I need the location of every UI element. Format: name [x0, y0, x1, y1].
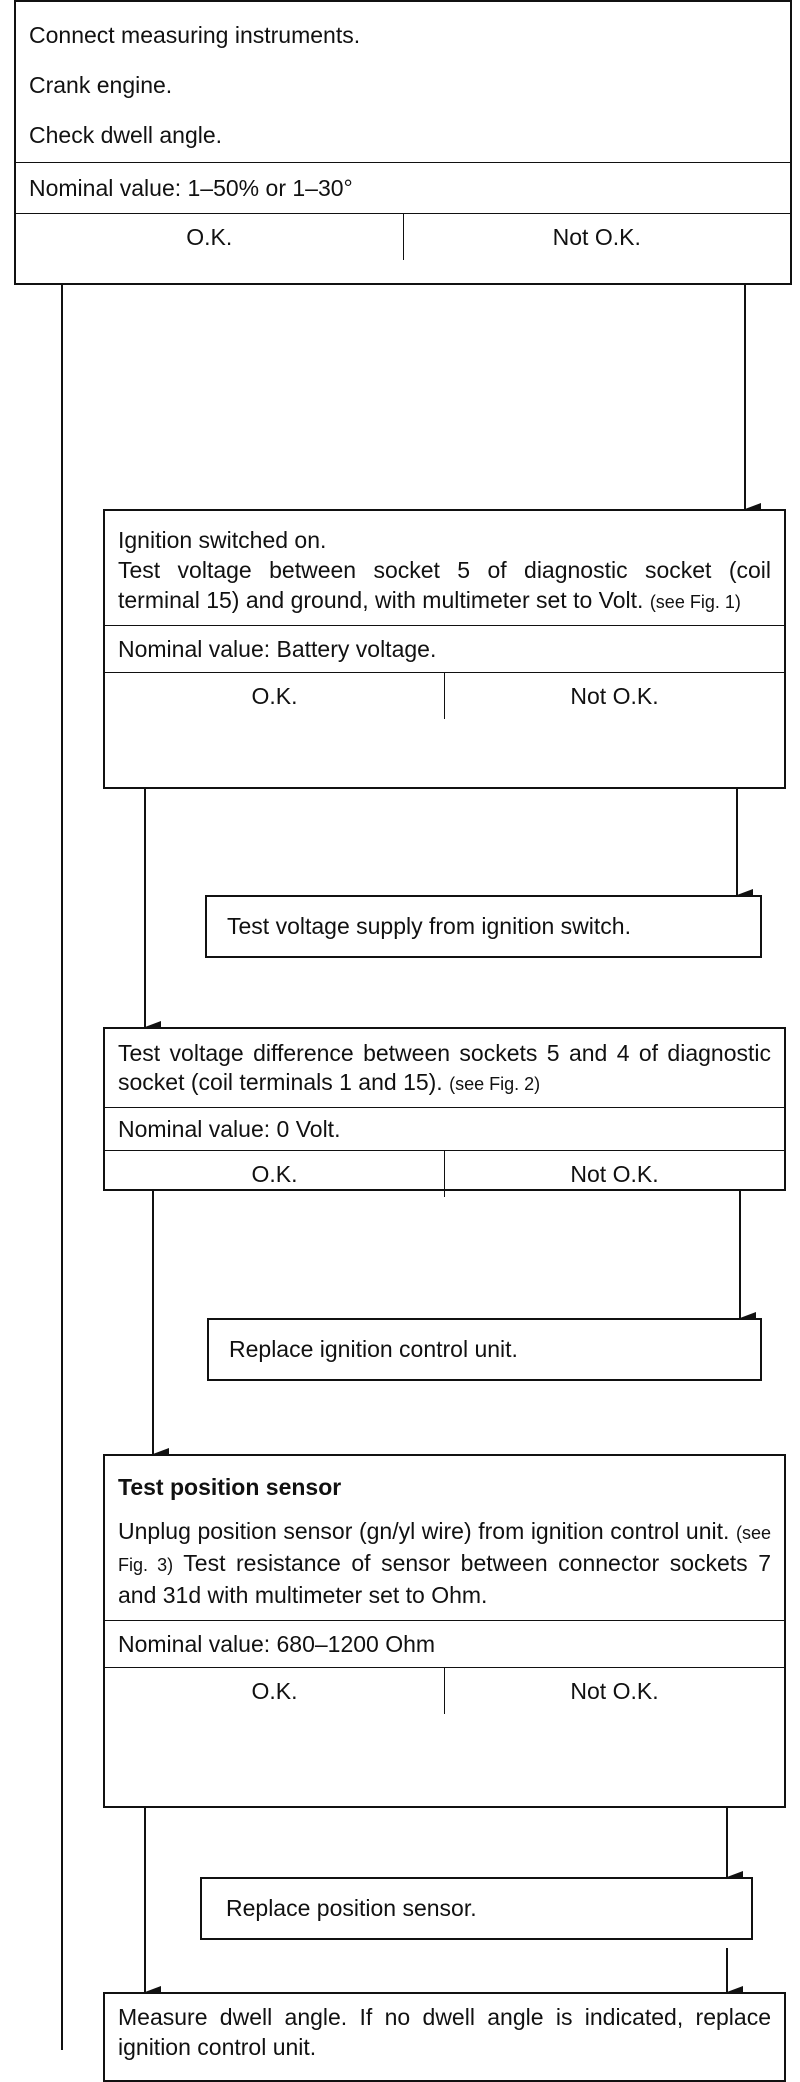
final-text: Measure dwell angle. If no dwell angle i…: [118, 2004, 771, 2060]
box3-fig-ref: (see Fig. 2): [449, 1074, 541, 1094]
box4-instruction-a: Unplug position sensor (gn/yl wire) from…: [118, 1518, 730, 1544]
not-ok-label: Not O.K.: [570, 1678, 659, 1704]
box-final-dwell: Measure dwell angle. If no dwell angle i…: [103, 1992, 786, 2082]
box2-instruction: Test voltage between socket 5 of diagnos…: [118, 557, 771, 613]
action2-text: Replace ignition control unit.: [229, 1336, 518, 1362]
nominal-value-4: Nominal value: 680–1200 Ohm: [105, 1621, 784, 1668]
action-replace-control-unit: Replace ignition control unit.: [207, 1318, 762, 1381]
nominal-value-2: Nominal value: Battery voltage.: [105, 626, 784, 673]
not-ok-label: Not O.K.: [570, 1161, 659, 1187]
step-crank: Crank engine.: [29, 72, 173, 98]
step-check-dwell: Check dwell angle.: [16, 106, 790, 163]
not-ok-label: Not O.K.: [552, 224, 641, 250]
box2-line1: Ignition switched on.: [118, 527, 327, 553]
result-row-1: O.K. Not O.K.: [16, 214, 790, 260]
box-ignition-voltage: Ignition switched on. Test voltage betwe…: [103, 509, 786, 789]
box2-text: Ignition switched on. Test voltage betwe…: [105, 511, 784, 626]
step-connect: Connect measuring instruments.: [29, 22, 361, 48]
box4-fig-ref: (see Fig. 3): [118, 1523, 772, 1575]
box4-text: Unplug position sensor (gn/yl wire) from…: [105, 1506, 784, 1621]
box-voltage-difference: Test voltage difference between sockets …: [103, 1027, 786, 1197]
action-test-supply: Test voltage supply from ignition switch…: [205, 895, 762, 958]
ok-label: O.K.: [105, 673, 445, 719]
box4-instruction-b: Test resistance of sensor between connec…: [118, 1550, 771, 1608]
nominal-value-1: Nominal value: 1–50% or 1–30°: [16, 163, 790, 214]
action3-text: Replace position sensor.: [226, 1895, 477, 1921]
box4-title: Test position sensor: [118, 1474, 342, 1500]
action-replace-position-sensor: Replace position sensor.: [200, 1877, 753, 1940]
box3-text: Test voltage difference between sockets …: [105, 1029, 784, 1108]
ok-label: O.K.: [16, 214, 404, 260]
result-row-4: O.K. Not O.K.: [105, 1668, 784, 1714]
ok-label: O.K.: [105, 1668, 445, 1714]
box3-instruction: Test voltage difference between sockets …: [118, 1040, 771, 1095]
not-ok-label: Not O.K.: [570, 683, 659, 709]
box-position-sensor: Test position sensor Unplug position sen…: [103, 1454, 786, 1808]
box2-fig-ref: (see Fig. 1): [649, 592, 741, 612]
box-dwell-check: Connect measuring instruments. Crank eng…: [14, 0, 792, 285]
action1-text: Test voltage supply from ignition switch…: [227, 913, 631, 939]
result-row-3: O.K. Not O.K.: [105, 1151, 784, 1197]
result-row-2: O.K. Not O.K.: [105, 673, 784, 719]
nominal-value-3: Nominal value: 0 Volt.: [105, 1108, 784, 1151]
ok-label: O.K.: [105, 1151, 445, 1197]
